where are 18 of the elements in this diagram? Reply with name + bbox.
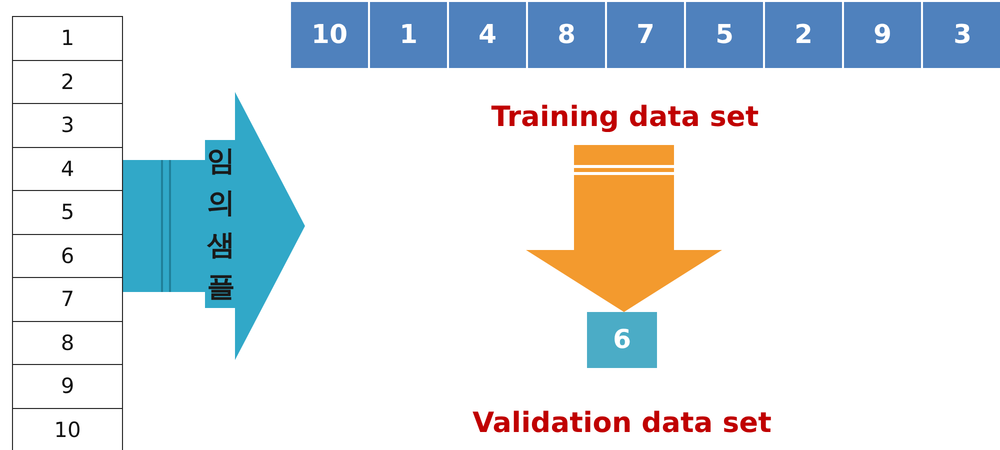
table-cell: 2 [13,60,122,104]
data-cell: 1 [370,2,449,68]
data-cell: 6 [587,312,657,368]
data-cell: 7 [607,2,686,68]
table-cell: 8 [13,322,122,365]
data-cell: 4 [449,2,528,68]
data-cell: 9 [844,2,923,68]
table-cell: 4 [13,148,122,191]
data-cell: 2 [765,2,844,68]
data-cell: 10 [291,2,370,68]
data-cell: 5 [686,2,765,68]
number-column [12,16,123,450]
edge-label: 임의샘플 [205,140,237,308]
data-cell: 3 [923,2,1000,68]
data-cell: 8 [528,2,607,68]
set-label: Training data set [460,100,790,144]
table-cell: 6 [13,234,122,278]
set-label: Validation data set [471,406,773,439]
